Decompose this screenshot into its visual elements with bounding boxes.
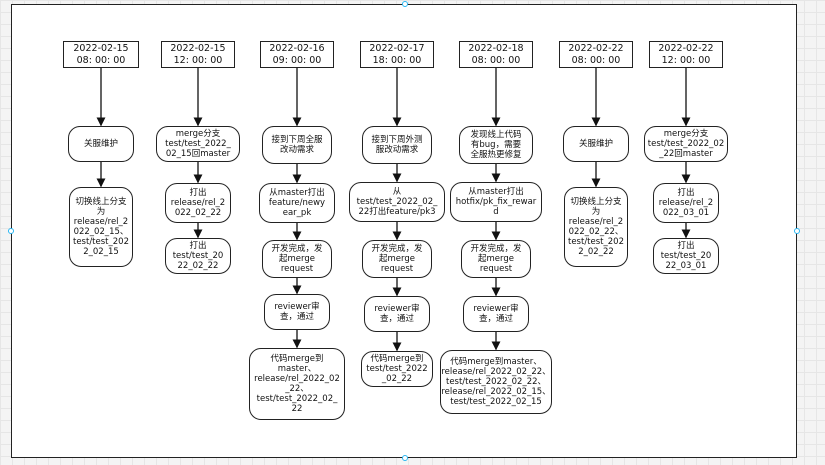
step-node-5-4[interactable]: reviewer审 查，通过	[463, 296, 529, 332]
step-node-3-5[interactable]: 代码merge到 master、 release/rel_2022_02 _22…	[249, 348, 345, 420]
selection-handle-top[interactable]	[402, 1, 408, 7]
step-node-4-5[interactable]: 代码merge到 test/test_2022 _02_22	[361, 351, 433, 387]
selection-handle-left[interactable]	[8, 228, 14, 234]
step-node-5-3[interactable]: 开发完成，发 起merge request	[461, 240, 531, 278]
step-node-3-2[interactable]: 从master打出 feature/newy ear_pk	[259, 183, 335, 223]
step-node-2-3[interactable]: 打出 test/test_20 22_02_22	[165, 238, 231, 274]
step-node-2-2[interactable]: 打出 release/rel_2 022_02_22	[165, 183, 231, 223]
step-node-3-3[interactable]: 开发完成，发 起merge request	[262, 240, 332, 278]
time-node-5[interactable]: 2022-02-18 08: 00: 00	[459, 41, 533, 68]
selection-handle-bottom[interactable]	[402, 455, 408, 461]
step-node-7-2[interactable]: 打出 release/rel_2 022_03_01	[653, 183, 719, 223]
time-node-7[interactable]: 2022-02-22 12: 00: 00	[649, 41, 723, 68]
step-node-7-3[interactable]: 打出 test/test_20 22_03_01	[653, 238, 719, 274]
step-node-5-5[interactable]: 代码merge到master、 release/rel_2022_02_22、 …	[440, 350, 552, 414]
step-node-3-4[interactable]: reviewer审 查，通过	[264, 294, 330, 330]
step-node-1-2[interactable]: 切换线上分支 为 release/rel_2 022_02_15、 test/t…	[69, 187, 133, 267]
time-node-1[interactable]: 2022-02-15 08: 00: 00	[63, 41, 139, 68]
step-node-4-4[interactable]: reviewer审 查，通过	[364, 296, 430, 332]
step-node-1-1[interactable]: 关服维护	[68, 126, 134, 162]
step-node-5-2[interactable]: 从master打出 hotfix/pk_fix_rewar d	[450, 182, 542, 222]
step-node-3-1[interactable]: 接到下周全服 改动需求	[262, 126, 332, 164]
step-node-7-1[interactable]: merge分支 test/test_2022_02 _22回master	[644, 126, 728, 162]
step-node-4-1[interactable]: 接到下周外测 服改动需求	[362, 126, 432, 164]
step-node-4-3[interactable]: 开发完成，发 起merge request	[362, 240, 432, 278]
time-node-3[interactable]: 2022-02-16 09: 00: 00	[260, 41, 334, 68]
step-node-2-1[interactable]: merge分支 test/test_2022_ 02_15回master	[156, 126, 240, 162]
step-node-4-2[interactable]: 从 test/test_2022_02_ 22打出feature/pk3	[349, 182, 445, 222]
selection-handle-right[interactable]	[794, 228, 800, 234]
time-node-2[interactable]: 2022-02-15 12: 00: 00	[161, 41, 235, 68]
step-node-6-1[interactable]: 关服维护	[563, 126, 629, 162]
time-node-6[interactable]: 2022-02-22 08: 00: 00	[559, 41, 633, 68]
time-node-4[interactable]: 2022-02-17 18: 00: 00	[360, 41, 434, 68]
step-node-6-2[interactable]: 切换线上分支 为 release/rel_2 022_02_22、 test/t…	[564, 187, 628, 267]
step-node-5-1[interactable]: 发现线上代码 有bug，需要 全服热更修复	[459, 126, 533, 164]
